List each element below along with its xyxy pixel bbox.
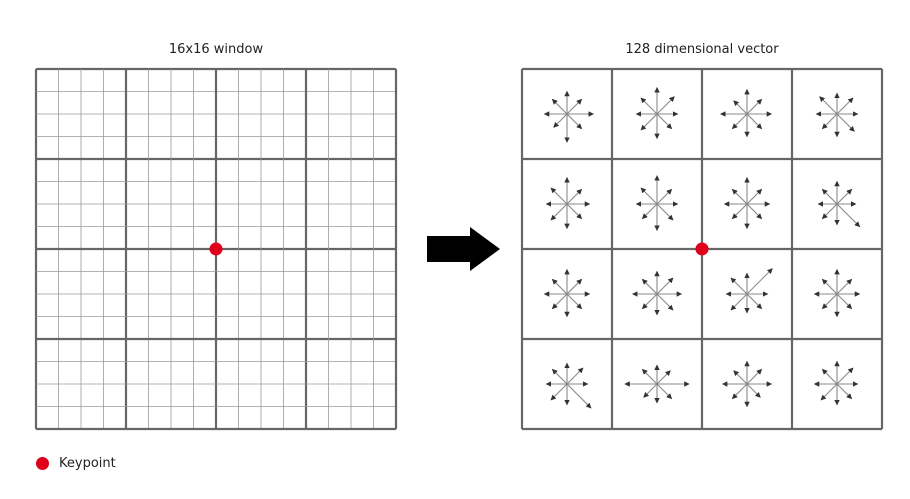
orientation-arrow: [731, 203, 748, 220]
orientation-arrow: [566, 203, 583, 220]
orientation-arrow: [746, 98, 763, 115]
keypoint-dot-icon: [695, 242, 709, 256]
orientation-arrow: [641, 278, 658, 295]
orientation-histogram: [815, 92, 859, 138]
orientation-arrow: [550, 187, 568, 205]
orientation-arrow: [733, 370, 748, 385]
orientation-arrow: [641, 368, 658, 385]
orientation-arrow: [641, 203, 658, 220]
orientation-arrow: [730, 277, 748, 295]
orientation-arrow: [836, 367, 854, 385]
orientation-arrow: [566, 278, 583, 295]
orientation-arrow: [553, 113, 568, 128]
orientation-arrow: [656, 277, 674, 295]
orientation-histogram: [725, 268, 773, 314]
orientation-arrow: [820, 383, 838, 401]
orientation-arrow: [640, 113, 658, 131]
orientation-arrow: [746, 203, 763, 220]
orientation-arrow: [731, 383, 748, 400]
legend: Keypoint: [36, 456, 116, 471]
orientation-arrow: [551, 368, 568, 385]
orientation-histogram: [624, 364, 690, 404]
orientation-arrow: [746, 383, 761, 398]
orientation-arrow: [656, 203, 674, 221]
orientation-histogram: [545, 176, 591, 230]
orientation-arrow: [566, 367, 584, 385]
orientation-arrow: [656, 96, 675, 115]
orientation-arrow: [730, 293, 748, 311]
orientation-arrow: [821, 278, 838, 295]
orientation-arrow: [836, 203, 861, 228]
orientation-arrow: [640, 97, 658, 115]
orientation-histogram: [721, 360, 773, 408]
orientation-arrow: [551, 293, 568, 310]
orientation-histogram: [631, 270, 683, 316]
orientation-arrow: [746, 293, 763, 310]
orientation-arrow: [643, 383, 658, 398]
orientation-histogram: [813, 268, 861, 318]
orientation-arrow: [733, 100, 748, 115]
orientation-arrow: [821, 368, 838, 385]
legend-label: Keypoint: [59, 456, 116, 471]
orientation-arrow: [746, 113, 763, 130]
orientation-arrow: [731, 188, 748, 205]
orientation-arrow: [656, 188, 673, 205]
orientation-arrow: [566, 98, 583, 115]
orientation-arrow: [819, 96, 838, 115]
orientation-histogram: [635, 86, 679, 140]
right-arrow-icon: [427, 227, 500, 271]
orientation-arrow: [836, 293, 853, 310]
orientation-arrow: [656, 113, 673, 130]
orientation-arrow: [566, 293, 583, 310]
orientation-arrow: [821, 293, 838, 310]
orientation-arrow: [550, 383, 568, 401]
orientation-arrow: [656, 293, 674, 311]
orientation-arrow: [566, 383, 592, 409]
orientation-histogram: [543, 90, 595, 143]
orientation-arrow: [746, 268, 773, 295]
orientation-histogram: [817, 180, 861, 228]
orientation-arrow: [641, 293, 658, 310]
orientation-arrow: [836, 278, 853, 295]
orientation-histogram: [723, 176, 771, 230]
orientation-arrow: [746, 368, 763, 385]
orientation-arrow: [656, 383, 673, 400]
orientation-histogram: [813, 360, 859, 406]
orientation-arrow: [821, 203, 838, 220]
orientation-arrow: [821, 188, 838, 205]
orientation-arrow: [566, 188, 583, 205]
orientation-histogram: [543, 268, 591, 318]
orientation-arrow: [656, 370, 671, 385]
orientation-arrow: [836, 113, 855, 132]
orientation-arrow: [836, 97, 854, 115]
vector-title: 128 dimensional vector: [625, 42, 779, 57]
orientation-arrow: [551, 278, 568, 295]
orientation-arrow: [821, 113, 838, 130]
orientation-arrow: [551, 98, 568, 115]
orientation-arrow: [746, 188, 763, 205]
window-title: 16x16 window: [168, 42, 264, 57]
orientation-arrow: [836, 383, 853, 400]
orientation-histogram: [719, 88, 773, 138]
orientation-histogram: [635, 175, 679, 232]
orientation-histograms: [543, 86, 861, 409]
keypoint-dot-icon: [36, 457, 49, 470]
orientation-histogram: [545, 362, 592, 409]
orientation-arrow: [550, 203, 568, 221]
orientation-arrow: [731, 113, 748, 130]
keypoint-dot-icon: [209, 242, 223, 256]
orientation-arrow: [640, 187, 658, 205]
orientation-arrow: [836, 188, 853, 205]
orientation-arrow: [566, 113, 583, 130]
